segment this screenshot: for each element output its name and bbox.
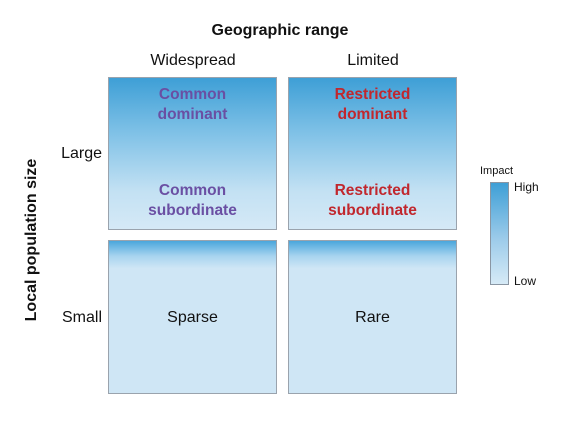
label-line: Common	[158, 182, 227, 199]
label-line: Restricted	[334, 86, 411, 103]
cell-upper-label: Common dominant	[109, 85, 276, 125]
cell-lower-label: Common subordinate	[109, 181, 276, 221]
label-line: Restricted	[334, 182, 411, 199]
impact-legend-bar	[490, 182, 509, 285]
cell-label-rare: Rare	[355, 309, 390, 326]
label-line: dominant	[337, 106, 408, 123]
legend-high-label: High	[514, 180, 539, 194]
legend-title: Impact	[480, 165, 514, 177]
label-line: subordinate	[148, 202, 237, 219]
row-label-small: Small	[61, 309, 102, 326]
cell-large-limited: Restricted dominant Restricted subordina…	[288, 77, 457, 230]
label-line: Common	[158, 86, 227, 103]
cell-lower-label: Restricted subordinate	[289, 181, 456, 221]
cell-upper-label: Restricted dominant	[289, 85, 456, 125]
y-axis-label: Local population size	[23, 158, 40, 322]
column-label-widespread: Widespread	[150, 52, 236, 69]
diagram-title: Geographic range	[211, 22, 349, 39]
cell-large-widespread: Common dominant Common subordinate	[108, 77, 277, 230]
cell-label-sparse: Sparse	[167, 309, 218, 326]
column-label-limited: Limited	[347, 52, 399, 69]
label-line: dominant	[157, 106, 228, 123]
cell-small-widespread: Sparse	[108, 240, 277, 394]
cell-small-limited: Rare	[288, 240, 457, 394]
row-label-large: Large	[61, 145, 102, 162]
label-line: subordinate	[328, 202, 417, 219]
legend-low-label: Low	[514, 274, 537, 288]
